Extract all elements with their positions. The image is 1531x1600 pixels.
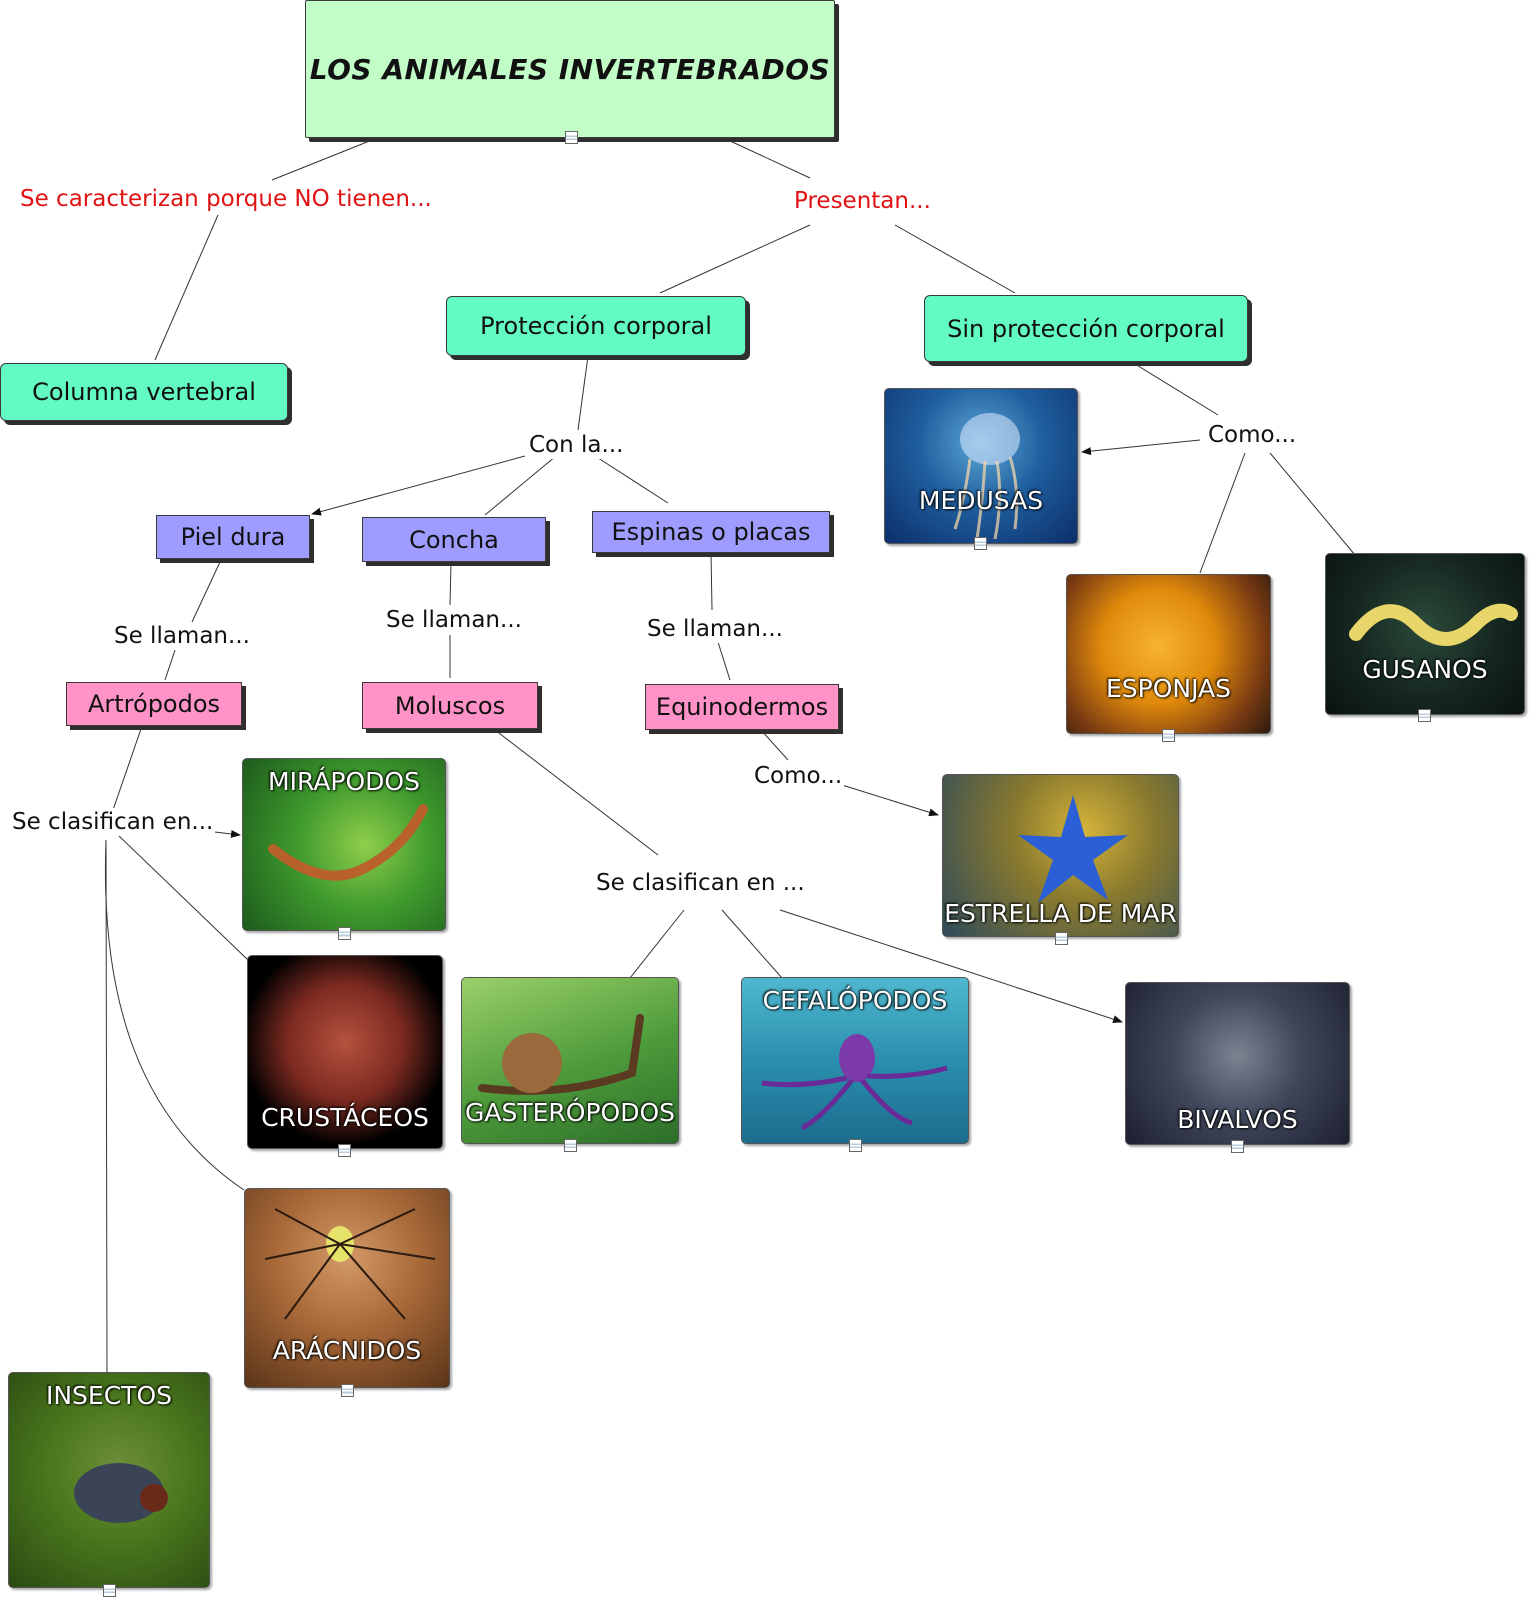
spider-icon xyxy=(264,1208,436,1320)
image-crustaceos[interactable]: CRUSTÁCEOS xyxy=(247,955,443,1149)
node-piel-dura-label: Piel dura xyxy=(180,523,286,551)
note-icon[interactable] xyxy=(341,1384,354,1397)
label-con-la: Con la... xyxy=(527,431,626,459)
node-columna-vertebral[interactable]: Columna vertebral xyxy=(0,363,288,421)
node-concha[interactable]: Concha xyxy=(362,517,546,562)
note-icon[interactable] xyxy=(1162,729,1175,742)
note-icon[interactable] xyxy=(103,1584,116,1597)
image-esponjas[interactable]: ESPONJAS xyxy=(1066,574,1271,734)
node-artropodos[interactable]: Artrópodos xyxy=(66,682,242,726)
image-medusas[interactable]: MEDUSAS xyxy=(884,388,1078,544)
label-se-llaman-1: Se llaman... xyxy=(112,622,252,650)
label-clasifican-1: Se clasifican en... xyxy=(10,808,216,836)
centipede-icon xyxy=(268,804,428,881)
label-como-1: Como... xyxy=(1206,421,1299,449)
label-caracterizan: Se caracterizan porque NO tienen... xyxy=(18,185,434,213)
image-aracnidos[interactable]: ARÁCNIDOS xyxy=(244,1188,450,1388)
node-espinas-o-placas-label: Espinas o placas xyxy=(611,518,811,546)
main-title-text: LOS ANIMALES INVERTEBRADOS xyxy=(309,52,831,86)
image-estrella-de-mar[interactable]: ESTRELLA DE MAR xyxy=(942,774,1179,937)
image-gusanos-caption: GUSANOS xyxy=(1362,655,1488,684)
label-clasifican-2: Se clasifican en ... xyxy=(594,869,807,897)
image-insectos[interactable]: INSECTOS xyxy=(8,1372,210,1588)
note-icon[interactable] xyxy=(974,537,987,550)
image-gasteropodos-caption: GASTERÓPODOS xyxy=(464,1098,675,1127)
image-mirapodos[interactable]: MIRÁPODOS xyxy=(242,758,446,931)
note-icon[interactable] xyxy=(338,1144,351,1157)
image-gusanos[interactable]: GUSANOS xyxy=(1325,553,1525,715)
note-icon[interactable] xyxy=(1231,1140,1244,1153)
node-equinodermos[interactable]: Equinodermos xyxy=(645,684,839,730)
image-mirapodos-caption: MIRÁPODOS xyxy=(268,767,420,796)
node-sin-proteccion-corporal-label: Sin protección corporal xyxy=(947,314,1225,343)
note-icon[interactable] xyxy=(338,927,351,940)
image-gasteropodos[interactable]: GASTERÓPODOS xyxy=(461,977,679,1144)
label-como-2: Como... xyxy=(752,762,845,790)
octopus-icon xyxy=(761,1034,948,1131)
label-presentan: Presentan... xyxy=(792,187,933,215)
node-equinodermos-label: Equinodermos xyxy=(655,693,829,721)
image-bivalvos[interactable]: BIVALVOS xyxy=(1125,982,1350,1145)
node-artropodos-label: Artrópodos xyxy=(87,690,221,718)
image-insectos-caption: INSECTOS xyxy=(45,1381,172,1410)
node-espinas-o-placas[interactable]: Espinas o placas xyxy=(592,511,830,553)
image-cefalopodos-caption: CEFALÓPODOS xyxy=(762,986,948,1015)
worm-icon xyxy=(1349,603,1518,646)
image-aracnidos-caption: ARÁCNIDOS xyxy=(272,1336,422,1365)
image-cefalopodos[interactable]: CEFALÓPODOS xyxy=(741,977,969,1144)
label-se-llaman-3: Se llaman... xyxy=(645,615,785,643)
note-icon[interactable] xyxy=(565,131,578,144)
note-icon[interactable] xyxy=(1055,932,1068,945)
note-icon[interactable] xyxy=(849,1139,862,1152)
node-columna-vertebral-label: Columna vertebral xyxy=(32,378,256,406)
snail-icon xyxy=(478,1014,644,1095)
node-proteccion-corporal[interactable]: Protección corporal xyxy=(446,296,746,356)
image-medusas-caption: MEDUSAS xyxy=(918,486,1044,515)
node-piel-dura[interactable]: Piel dura xyxy=(156,515,310,559)
jellyfish-icon xyxy=(953,413,1020,540)
starfish-icon xyxy=(1018,795,1128,903)
node-proteccion-corporal-label: Protección corporal xyxy=(480,312,712,340)
image-esponjas-caption: ESPONJAS xyxy=(1105,674,1232,703)
image-crustaceos-caption: CRUSTÁCEOS xyxy=(261,1103,429,1132)
node-concha-label: Concha xyxy=(409,525,499,554)
label-se-llaman-2: Se llaman... xyxy=(384,606,524,634)
image-bivalvos-caption: BIVALVOS xyxy=(1177,1105,1298,1134)
note-icon[interactable] xyxy=(564,1139,577,1152)
node-moluscos-label: Moluscos xyxy=(394,691,506,720)
node-sin-proteccion-corporal[interactable]: Sin protección corporal xyxy=(924,295,1248,362)
main-title: LOS ANIMALES INVERTEBRADOS xyxy=(305,0,835,138)
image-estrella-de-mar-caption: ESTRELLA DE MAR xyxy=(944,899,1177,928)
fly-icon xyxy=(74,1463,168,1523)
note-icon[interactable] xyxy=(1418,709,1431,722)
node-moluscos[interactable]: Moluscos xyxy=(362,682,538,729)
